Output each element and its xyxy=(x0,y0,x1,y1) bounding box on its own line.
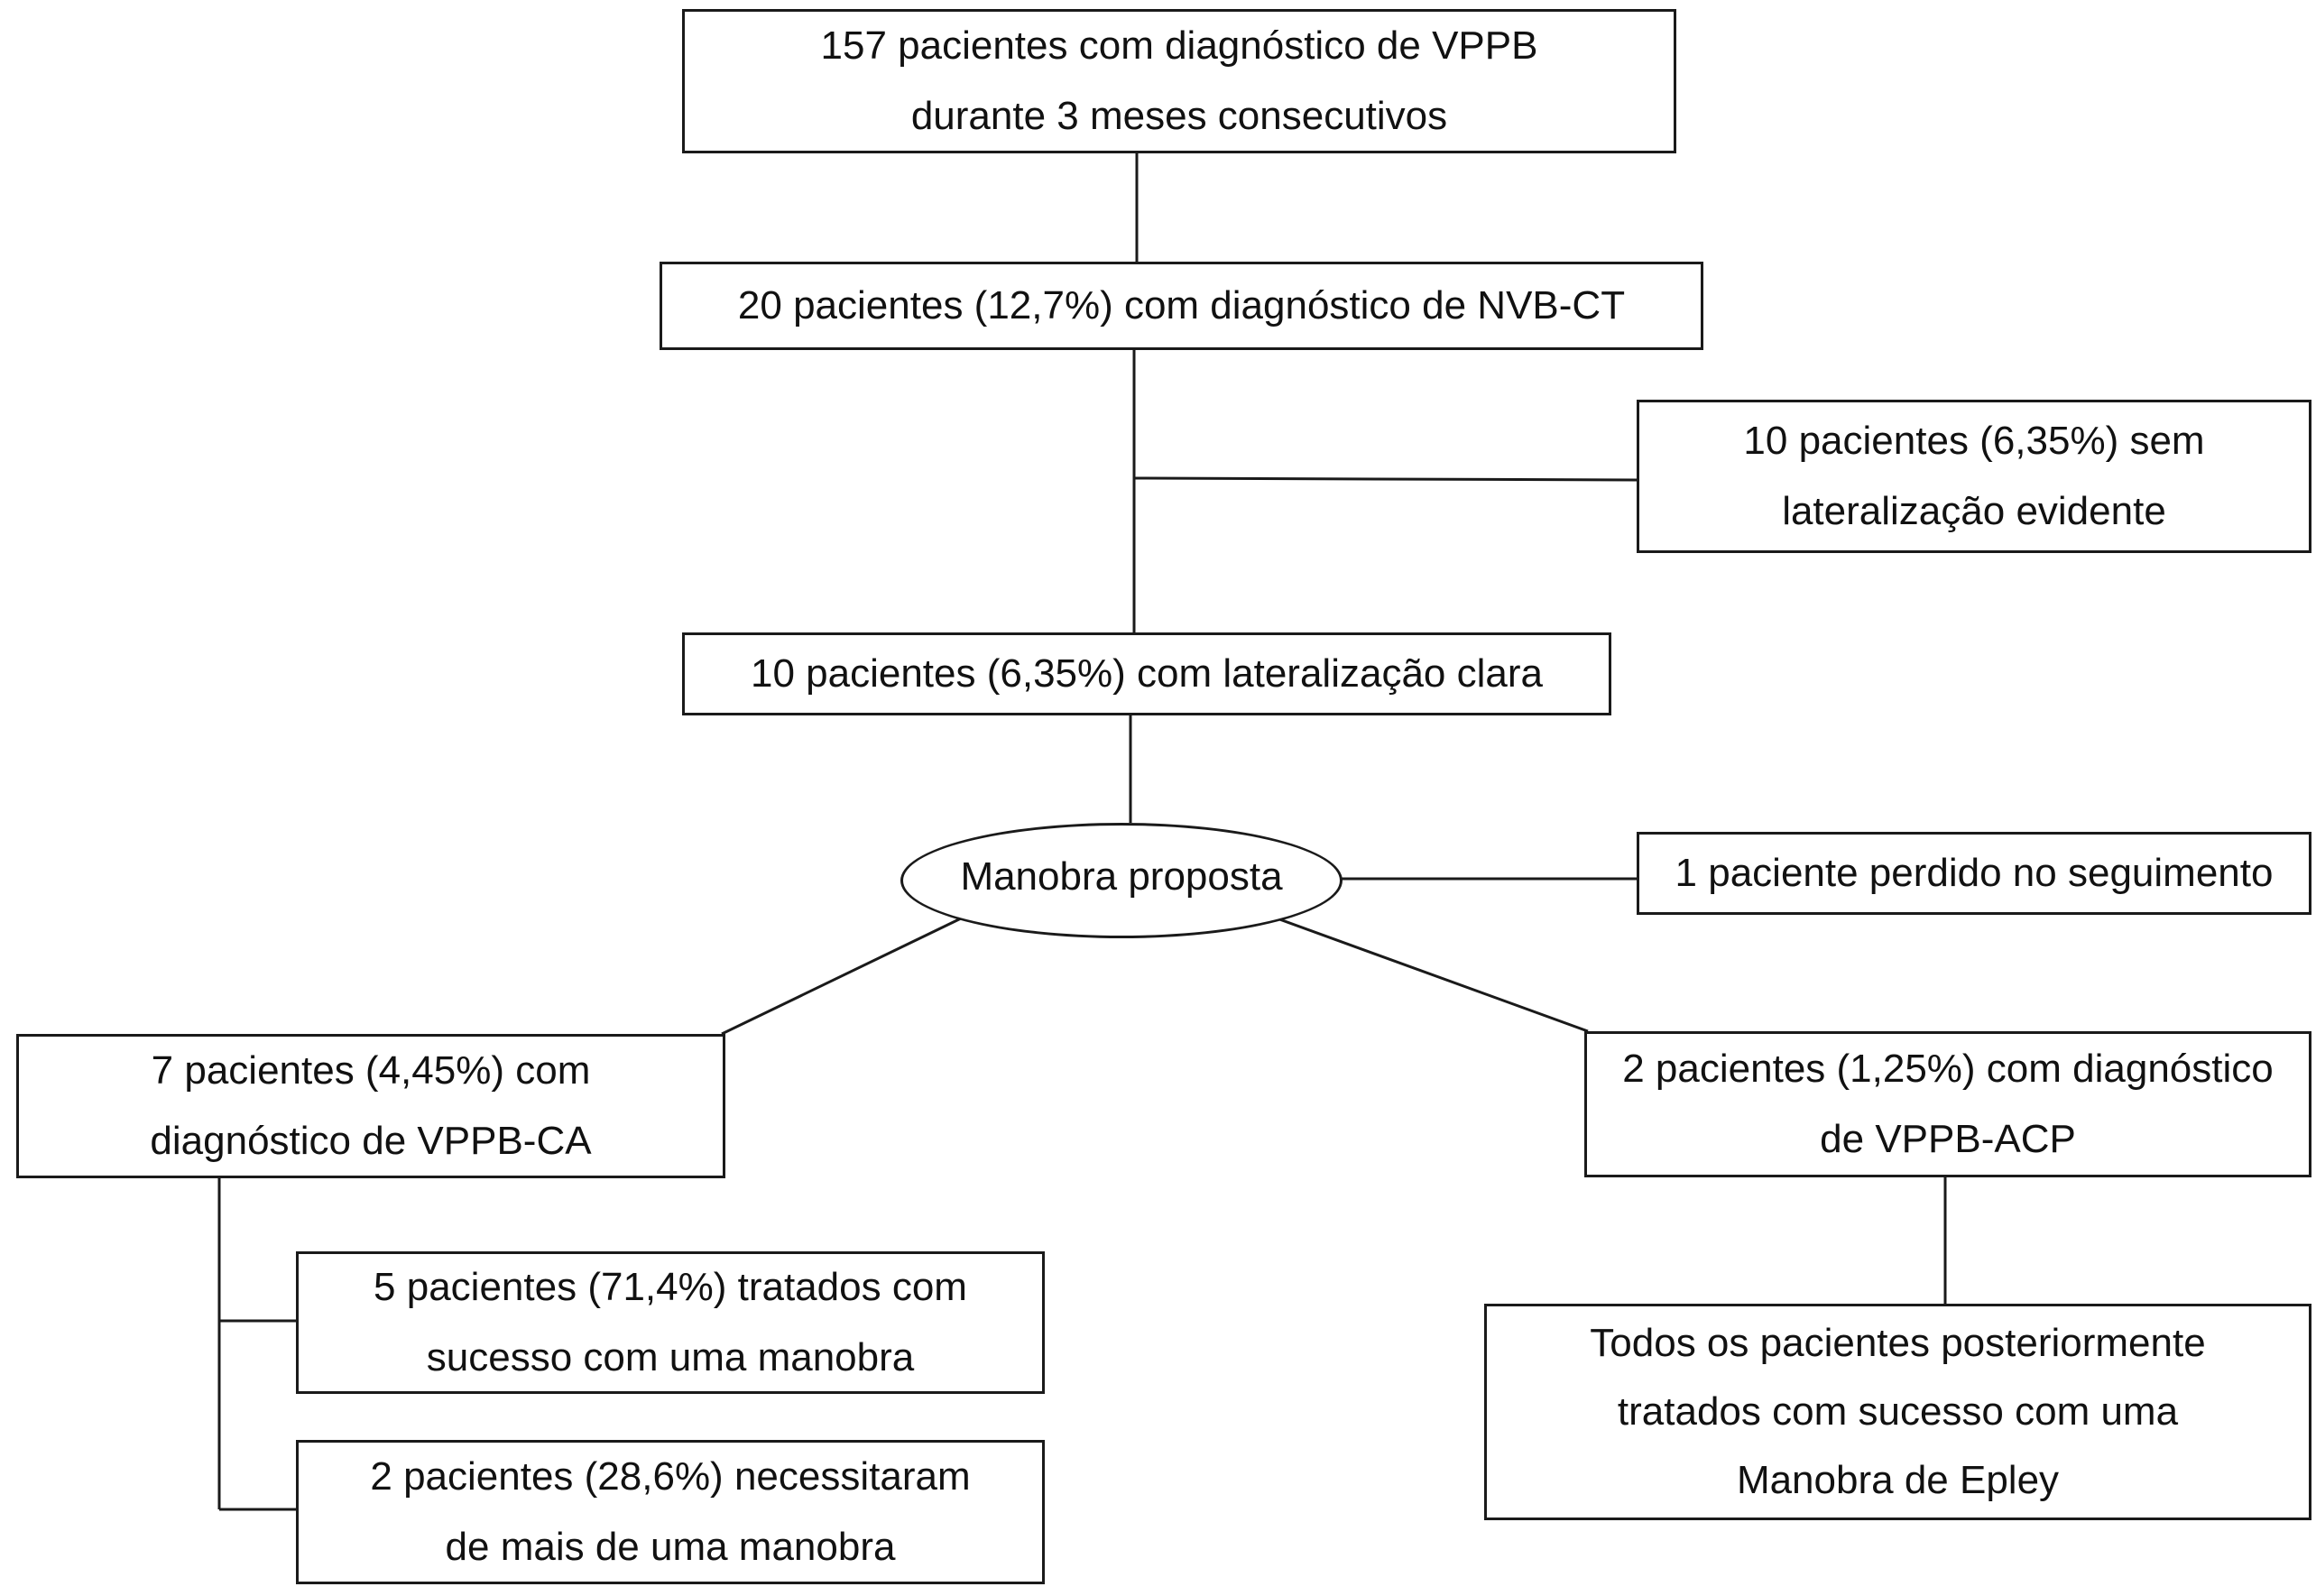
node-nvbct: 20 pacientes (12,7%) com diagnóstico de … xyxy=(660,262,1703,350)
node-semlat-line-1: 10 pacientes (6,35%) sem xyxy=(1743,419,2205,463)
node-manobra-proposta: Manobra proposta xyxy=(900,823,1343,938)
node-manobra-label: Manobra proposta xyxy=(960,854,1283,899)
node-vppbacp-line-2: de VPPB-ACP xyxy=(1820,1117,2076,1161)
node-total-line-2: durante 3 meses consecutivos xyxy=(910,94,1448,138)
node-epley-line-3: Manobra de Epley xyxy=(1736,1458,2060,1502)
node-epley: Todos os pacientes posteriormente tratad… xyxy=(1484,1304,2311,1520)
line-manobra-to-vppbacp xyxy=(1271,915,1589,1033)
node-sucesso-uma-manobra: 5 pacientes (71,4%) tratados com sucesso… xyxy=(296,1251,1045,1394)
node-vppb-ca: 7 pacientes (4,45%) com diagnóstico de V… xyxy=(16,1034,725,1178)
node-semlat-line-2: lateralização evidente xyxy=(1782,489,2166,533)
node-sucesso-line-2: sucesso com uma manobra xyxy=(426,1335,915,1379)
node-epley-line-1: Todos os pacientes posteriormente xyxy=(1590,1321,2206,1365)
node-perdido-line-1: 1 paciente perdido no seguimento xyxy=(1675,851,2274,895)
line-branch-semlat xyxy=(1133,476,1638,482)
node-vppbca-line-1: 7 pacientes (4,45%) com xyxy=(151,1048,591,1093)
node-mais-de-uma-manobra: 2 pacientes (28,6%) necessitaram de mais… xyxy=(296,1440,1045,1584)
node-comlat-line-1: 10 pacientes (6,35%) com lateralização c… xyxy=(750,651,1543,696)
node-sem-lateralizacao: 10 pacientes (6,35%) sem lateralização e… xyxy=(1637,400,2311,553)
node-nvbct-line-1: 20 pacientes (12,7%) com diagnóstico de … xyxy=(737,283,1626,328)
node-sucesso-line-1: 5 pacientes (71,4%) tratados com xyxy=(374,1265,967,1309)
node-total-patients: 157 pacientes com diagnóstico de VPPB du… xyxy=(682,9,1676,153)
node-total-line-1: 157 pacientes com diagnóstico de VPPB xyxy=(820,23,1538,68)
node-mais-line-2: de mais de uma manobra xyxy=(445,1525,896,1569)
node-com-lateralizacao: 10 pacientes (6,35%) com lateralização c… xyxy=(682,632,1611,715)
node-vppb-acp: 2 pacientes (1,25%) com diagnóstico de V… xyxy=(1584,1031,2311,1177)
node-mais-line-1: 2 pacientes (28,6%) necessitaram xyxy=(370,1454,971,1499)
line-manobra-to-vppbca xyxy=(721,917,962,1036)
node-vppbca-line-2: diagnóstico de VPPB-CA xyxy=(150,1119,592,1163)
node-perdido-seguimento: 1 paciente perdido no seguimento xyxy=(1637,832,2311,915)
node-epley-line-2: tratados com sucesso com uma xyxy=(1617,1389,2179,1434)
node-vppbacp-line-1: 2 pacientes (1,25%) com diagnóstico xyxy=(1622,1047,2274,1091)
